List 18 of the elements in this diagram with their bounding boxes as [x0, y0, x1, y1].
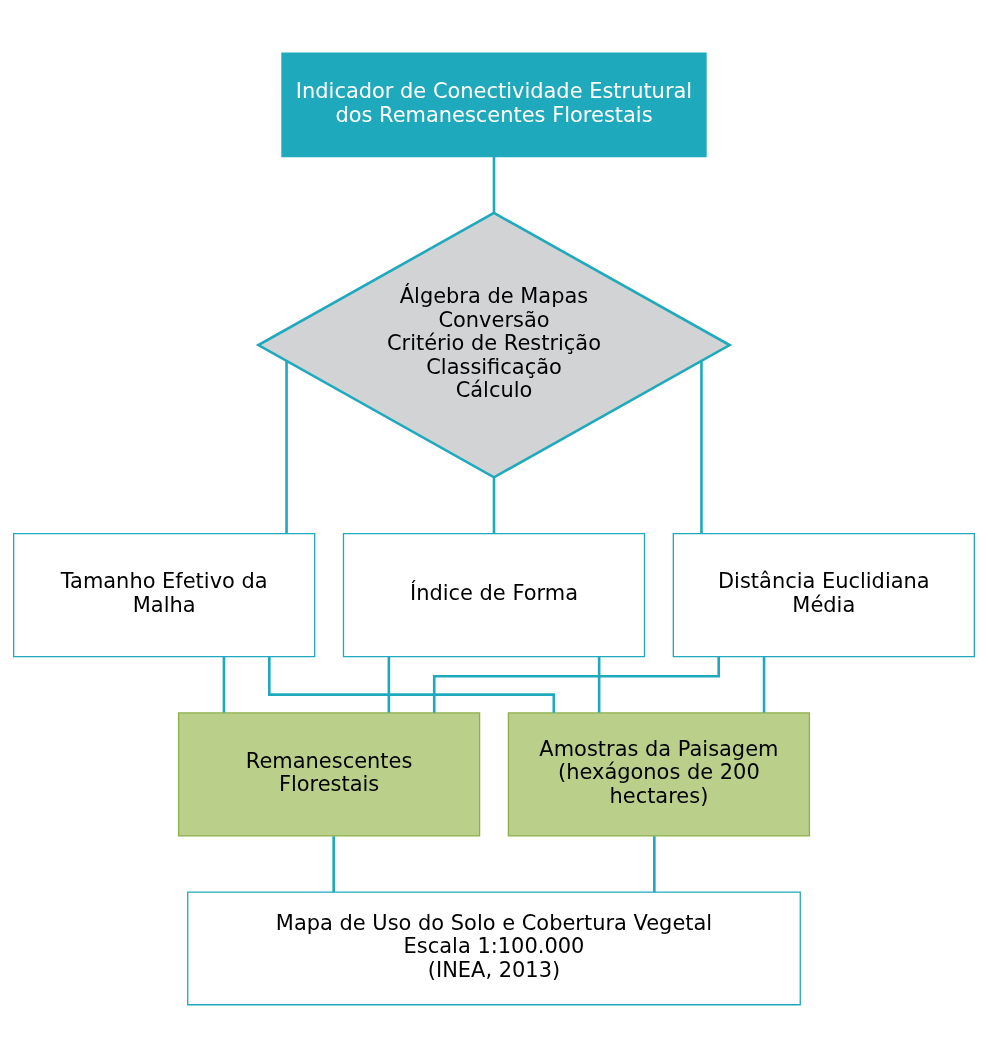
connector	[492, 156, 496, 213]
connector	[332, 835, 335, 892]
node-box: Mapa de Uso do Solo e Cobertura Vegetal Escala 1:100.000 (INEA, 2013)	[187, 891, 801, 1005]
connector	[762, 656, 766, 713]
node-box: Índice de Forma	[342, 532, 646, 657]
node-box: Amostras da Paisagem (hexágonos de 200 hectares)	[507, 711, 811, 837]
node-box: Tamanho Efetivo da Malha	[13, 532, 316, 657]
connector	[597, 656, 601, 713]
node-box: Indicador de Conectividade Estrutural dos Remanescentes Florestais	[281, 52, 707, 157]
connector	[387, 656, 391, 713]
connector	[492, 476, 496, 533]
node-box: Remanescentes Florestais	[177, 711, 481, 837]
connector	[285, 360, 288, 533]
connector	[222, 656, 226, 713]
connector	[700, 360, 703, 533]
node-diamond: Álgebra de Mapas Conversão Critério de Restrição Classificação Cálculo	[255, 210, 733, 479]
connector	[653, 835, 656, 892]
node-box: Distância Euclidiana Média	[672, 532, 975, 657]
